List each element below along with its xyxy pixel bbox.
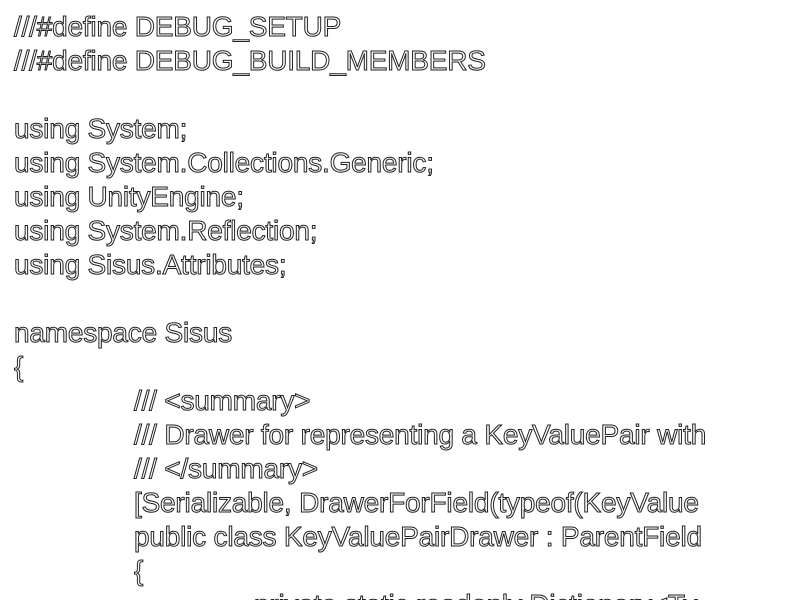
code-line-7: using System.Reflection; xyxy=(13,215,318,247)
code-line-8: using Sisus.Attributes; xyxy=(13,249,287,281)
code-line-10: namespace Sisus xyxy=(13,317,233,349)
code-line-4: using System; xyxy=(13,113,188,145)
code-line-17: { xyxy=(133,555,144,587)
code-line-11: { xyxy=(13,351,24,383)
code-line-16: public class KeyValuePairDrawer : Parent… xyxy=(134,521,703,553)
code-line-12: /// <summary> xyxy=(133,385,311,417)
code-line-13: /// Drawer for representing a KeyValuePa… xyxy=(133,419,707,451)
code-line-14: /// </summary> xyxy=(134,453,319,485)
code-line-15: [Serializable, DrawerForField(typeof(Key… xyxy=(134,487,700,519)
code-line-1: ///#define DEBUG_SETUP xyxy=(13,11,342,43)
code-line-5: using System.Collections.Generic; xyxy=(14,147,435,179)
code-line-18: private static readonly Dictionary<Ty xyxy=(253,588,697,600)
code-line-6: using UnityEngine; xyxy=(14,181,245,213)
code-line-2: ///#define DEBUG_BUILD_MEMBERS xyxy=(14,45,487,77)
